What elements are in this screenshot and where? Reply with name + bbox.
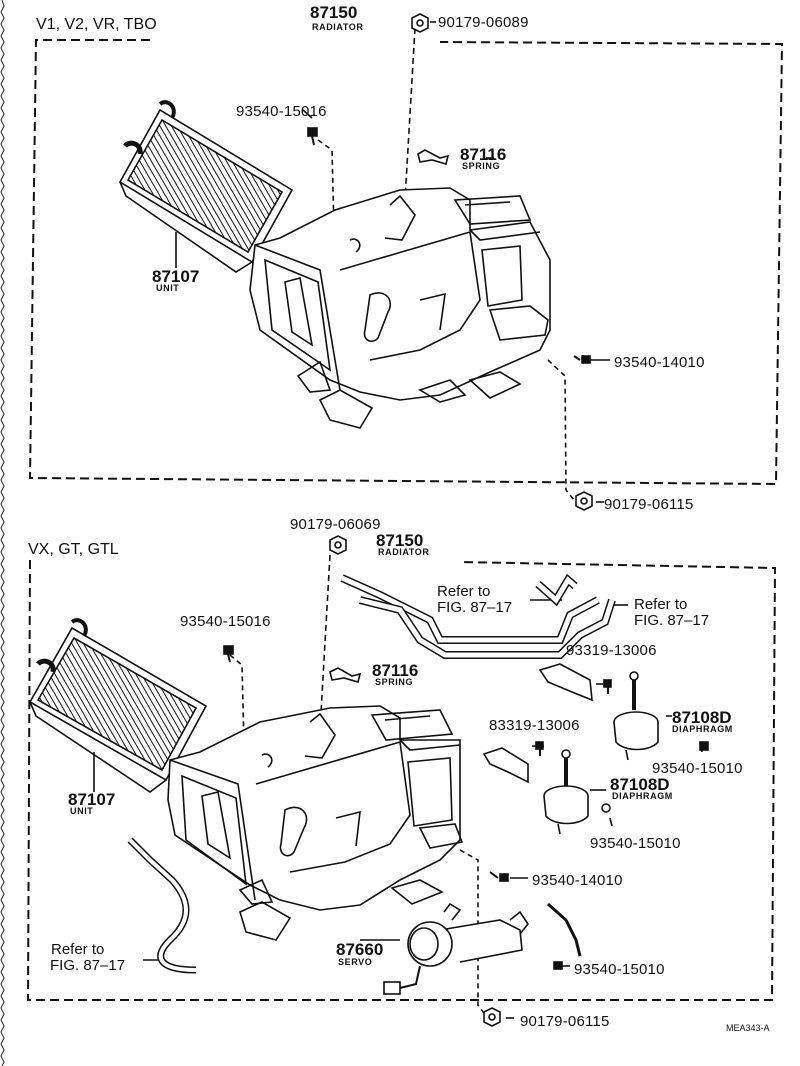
screw-83319-13006 [535,741,544,756]
spring-label-bottom: SPRING [375,677,414,687]
radiator-label-top: RADIATOR [312,22,364,32]
bolt-93540-14010-top [573,355,591,364]
heater-case-bottom [167,705,464,941]
heater-core-unit-top [118,100,294,273]
unit-label-bottom: UNIT [70,806,94,816]
refer-label-2b: FIG. 87–17 [634,612,710,629]
bolt-d1-number: 93540-15010 [652,760,743,777]
servo-label: SERVO [338,957,373,967]
refer-label-1a: Refer to [437,583,491,600]
diagram-code: MEA343-A [726,1023,770,1033]
bolt-93540-15010-d1 [699,741,709,751]
nut-bottom-number-bottom: 90179-06115 [520,1013,610,1030]
diaphragm1-part-number: 87108D [672,708,732,727]
bolt-93540-15016-top [307,127,318,146]
bolt-93540-14010-bottom [489,871,509,882]
left-edge-pattern [0,0,5,1066]
nut-90179-06089-top [411,13,429,33]
variant-label-top: V1, V2, VR, TBO [36,16,157,33]
bolt-93540-15016-bottom [223,645,234,663]
bolt-servo-number: 93540-15010 [574,961,665,978]
bracket-1 [538,663,593,702]
bolt-right-number-top: 93540-14010 [614,354,705,371]
radiator-pipes [340,573,616,659]
diaphragm-87108D-2 [543,749,589,835]
nut-top-number-top: 90179-06089 [438,14,529,31]
bottom-section [26,535,777,1027]
screw-lower-number: 83319-13006 [489,717,580,734]
top-section [28,13,784,511]
nut-top-number-bottom: 90179-06069 [290,516,381,533]
nut-bottom-number-top: 90179-06115 [604,496,694,513]
radiator-part-number-bottom: 87150 [376,531,424,550]
heater-case-top [249,187,551,429]
bracket-2 [482,747,529,784]
spring-part-number-top: 87116 [460,145,507,164]
screw-93319-13006 [603,679,612,694]
unit-part-number-top: 87107 [152,267,200,286]
screw-upper-number: 93319-13006 [566,642,657,659]
bolt-left-number-top: 93540-15016 [236,103,327,120]
refer-label-3a: Refer to [51,941,105,958]
unit-part-number-bottom: 87107 [68,790,116,809]
bolt-left-number-bottom: 93540-15016 [180,613,271,630]
refer-label-1b: FIG. 87–17 [437,599,513,616]
diaphragm2-label: DIAPHRAGM [612,791,673,801]
spring-87116-bottom [329,667,362,683]
nut-90179-06115-top [575,491,593,511]
diaphragm2-part-number: 87108D [610,775,670,794]
heater-core-unit-bottom [28,618,208,793]
unit-label-top: UNIT [156,283,180,293]
bolt-mid-number-bottom: 93540-14010 [532,872,623,889]
hose-left [127,837,197,974]
diaphragm1-label: DIAPHRAGM [672,724,733,734]
servo-87660 [383,902,529,995]
nut-90179-06069-bottom [329,535,347,555]
bottom-frame [26,559,777,1001]
spring-label-top: SPRING [462,161,501,171]
control-rod [547,902,582,957]
radiator-part-number-top: 87150 [310,3,358,22]
refer-label-3b: FIG. 87–17 [50,957,126,974]
spring-part-number-bottom: 87116 [372,661,419,680]
bolt-d2-number: 93540-15010 [590,835,681,852]
variant-label-bottom: VX, GT, GTL [28,541,119,558]
radiator-label-bottom: RADIATOR [378,547,430,557]
top-frame [28,39,784,486]
refer-label-2a: Refer to [634,596,688,613]
bolt-93540-15010-servo [553,961,563,970]
bolt-93540-15010-d2 [601,803,611,813]
nut-90179-06115-bottom [483,1007,501,1027]
spring-87116-top [417,149,450,165]
diaphragm-87108D-1 [613,671,659,761]
servo-part-number: 87660 [336,940,384,959]
